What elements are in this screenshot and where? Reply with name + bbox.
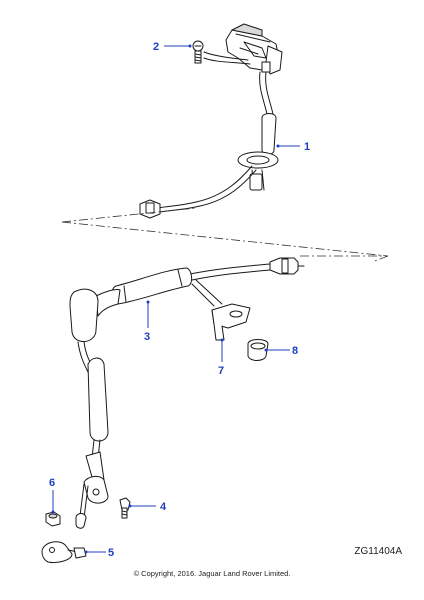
- callout-label-6: 6: [49, 477, 55, 489]
- gear-shift-cable-upper: [139, 71, 279, 219]
- section-boundary-lines: [61, 207, 389, 263]
- bracket-part-7: [191, 279, 251, 341]
- callout-6: 6: [49, 477, 55, 514]
- gear-shift-cable-lower: [69, 257, 305, 529]
- copyright-notice: © Copyright, 2016. Jaguar Land Rover Lim…: [133, 569, 291, 578]
- selector-lever-housing: [225, 23, 283, 75]
- callout-4: 4: [128, 501, 167, 513]
- callout-2: 2: [153, 41, 192, 53]
- figure-id: ZG11404A: [354, 546, 402, 557]
- callout-label-4: 4: [160, 501, 167, 513]
- callout-label-5: 5: [108, 547, 114, 559]
- callout-7: 7: [218, 338, 224, 377]
- callout-label-8: 8: [292, 345, 298, 357]
- callout-1: 1: [276, 141, 310, 153]
- screw-part-2: [192, 40, 251, 65]
- grommet-part-8: [247, 339, 269, 361]
- callout-3: 3: [144, 300, 150, 343]
- bolt-part-4: [119, 497, 131, 519]
- callout-8: 8: [264, 345, 298, 357]
- callout-label-2: 2: [153, 41, 159, 53]
- callout-5: 5: [84, 547, 114, 559]
- callout-label-1: 1: [304, 141, 310, 153]
- callout-label-7: 7: [218, 365, 224, 377]
- cable-end-part-5: [41, 541, 87, 563]
- nut-part-6: [45, 511, 61, 527]
- callout-label-3: 3: [144, 331, 150, 343]
